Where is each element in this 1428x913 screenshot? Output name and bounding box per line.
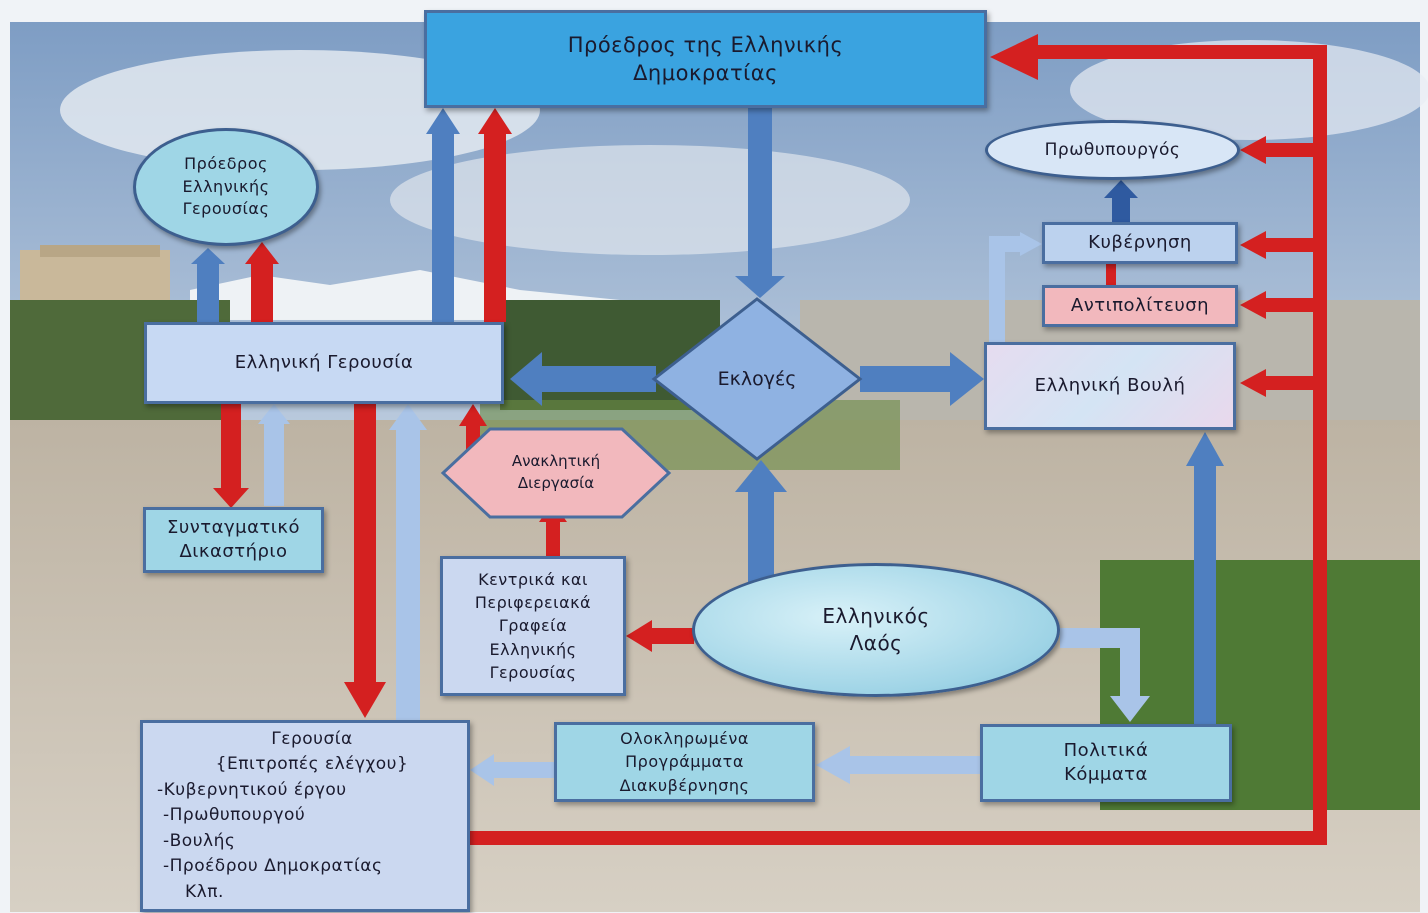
parliament-label: Ελληνική Βουλή (1034, 374, 1186, 396)
red-feedback-loop (470, 34, 1327, 845)
parties-box: Πολιτικά Κόμματα (980, 724, 1232, 802)
offices-line5: Γερουσίας (489, 662, 577, 682)
recall-label-wrap: Ανακλητική Διεργασία (440, 426, 672, 520)
committees-line7: Κλπ. (185, 881, 224, 902)
parties-line2: Κόμματα (1064, 764, 1148, 785)
elections-label: Εκλογές (717, 368, 797, 390)
programs-line3: Διακυβέρνησης (619, 775, 750, 795)
people-ellipse: Ελληνικός Λαός (692, 563, 1060, 697)
senate-label: Ελληνική Γερουσία (234, 351, 414, 373)
senate-president-line1: Πρόεδρος (184, 154, 268, 174)
opposition-label: Αντιπολίτευση (1070, 294, 1210, 316)
offices-box: Κεντρικά και Περιφερειακά Γραφεία Ελληνι… (440, 556, 626, 696)
senate-president-ellipse: Πρόεδρος Ελληνικής Γερουσίας (133, 128, 319, 246)
programs-box: Ολοκληρωμένα Προγράμματα Διακυβέρνησης (554, 722, 815, 802)
elections-label-wrap: Εκλογές (651, 296, 863, 462)
committees-box: Γερουσία {Επιτροπές ελέγχου} -Κυβερνητικ… (140, 720, 470, 912)
court-line1: Συνταγματικό (166, 516, 301, 538)
people-line1: Ελληνικός (822, 604, 930, 628)
offices-line3: Γραφεία (498, 616, 568, 636)
pm-ellipse: Πρωθυπουργός (985, 120, 1240, 180)
programs-line1: Ολοκληρωμένα (620, 729, 749, 749)
president-label-line1: Πρόεδρος της Ελληνικής (567, 32, 844, 57)
president-box: Πρόεδρος της Ελληνικής Δημοκρατίας (424, 10, 987, 108)
committees-line4: -Πρωθυπουργού (163, 805, 306, 826)
programs-line2: Προγράμματα (625, 752, 744, 772)
government-label: Κυβέρνηση (1088, 231, 1192, 253)
recall-hexagon (440, 427, 672, 519)
committees-line6: -Προέδρου Δημοκρατίας (163, 856, 383, 877)
committees-line2: {Επιτροπές ελέγχου} (215, 754, 409, 775)
senate-president-line2: Ελληνικής (182, 176, 270, 196)
elections-diamond (651, 297, 863, 461)
committees-line5: -Βουλής (163, 830, 236, 851)
committees-line3: -Κυβερνητικού έργου (157, 779, 347, 800)
offices-line1: Κεντρικά και (478, 570, 588, 590)
court-line2: Δικαστήριο (179, 541, 288, 562)
senate-box: Ελληνική Γερουσία (144, 322, 504, 404)
court-box: Συνταγματικό Δικαστήριο (143, 507, 324, 573)
parliament-box: Ελληνική Βουλή (984, 342, 1236, 430)
senate-president-line3: Γερουσίας (182, 199, 270, 219)
opposition-box: Αντιπολίτευση (1042, 285, 1238, 327)
government-box: Κυβέρνηση (1042, 222, 1238, 264)
president-label-line2: Δημοκρατίας (633, 61, 778, 85)
offices-line2: Περιφερειακά (474, 593, 592, 613)
parties-line1: Πολιτικά (1063, 739, 1149, 761)
committees-line1: Γερουσία (271, 728, 353, 749)
people-line2: Λαός (849, 631, 903, 655)
recall-line2: Διεργασία (517, 474, 595, 492)
offices-line4: Ελληνικής (489, 639, 577, 659)
recall-line1: Ανακλητική (511, 452, 601, 471)
pm-label: Πρωθυπουργός (1044, 139, 1181, 160)
